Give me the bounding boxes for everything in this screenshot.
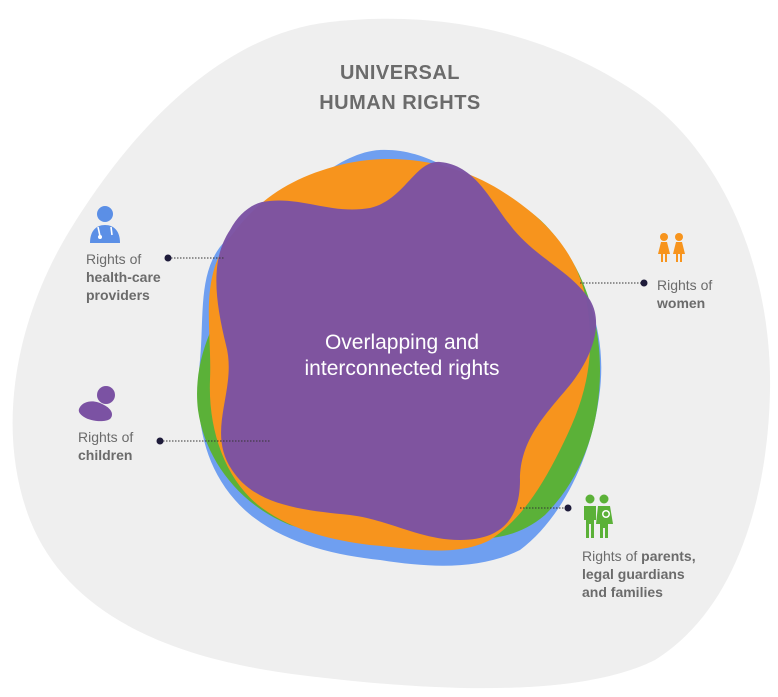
purple-blob xyxy=(216,161,597,540)
label-bold: health-care xyxy=(86,269,161,285)
label-bold: and families xyxy=(582,584,663,600)
diagram-title: UNIVERSAL HUMAN RIGHTS xyxy=(250,58,550,118)
label-prefix: Rights of xyxy=(657,277,713,293)
label-parents-guardians-families: Rights of parents, legal guardians and f… xyxy=(582,547,696,601)
center-line-1: Overlapping and xyxy=(324,331,480,354)
women-icon xyxy=(658,233,685,262)
title-line-1: UNIVERSAL xyxy=(339,62,461,84)
center-caption: Overlapping and interconnected rights xyxy=(282,330,522,382)
label-prefix: Rights of xyxy=(86,251,142,267)
label-health-care-providers: Rights of health-care providers xyxy=(86,250,161,304)
label-bold: legal guardians xyxy=(582,566,685,582)
label-bold: parents, xyxy=(641,548,696,564)
label-prefix: Rights of xyxy=(582,548,642,564)
label-line: Rights of parents, xyxy=(582,547,696,565)
title-line-2: HUMAN RIGHTS xyxy=(319,92,481,114)
label-bold: children xyxy=(78,447,133,463)
label-prefix: Rights of xyxy=(78,429,134,445)
family-icon xyxy=(584,494,613,538)
connector-children xyxy=(156,437,270,445)
connector-health-care xyxy=(164,254,225,262)
center-line-2: interconnected rights xyxy=(304,357,500,380)
connector-parents xyxy=(520,504,572,512)
label-children: Rights of children xyxy=(78,428,133,464)
doctor-icon xyxy=(90,206,120,243)
label-bold: women xyxy=(657,295,706,311)
baby-icon xyxy=(78,386,115,422)
connector-women xyxy=(580,279,648,287)
label-bold: providers xyxy=(86,287,150,303)
label-women: Rights of women xyxy=(657,276,712,312)
